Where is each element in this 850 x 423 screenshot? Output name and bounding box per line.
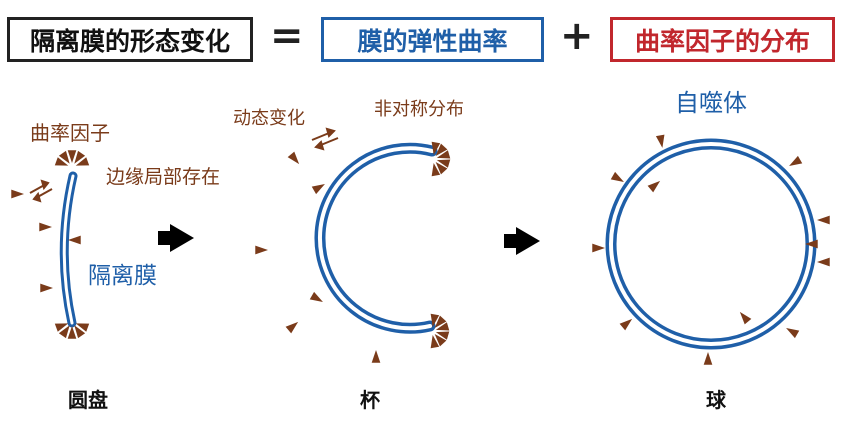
factor-distribution-text: 曲率因子的分布 bbox=[634, 26, 810, 56]
title-text: 隔离膜的形态变化 bbox=[29, 26, 230, 56]
dynamic-change-label: 动态变化 bbox=[233, 108, 305, 129]
arrow-icon bbox=[158, 224, 194, 252]
curvature-factor-marker bbox=[703, 352, 713, 365]
curvature-factor-marker bbox=[54, 323, 69, 332]
curvature-factor-marker bbox=[54, 157, 69, 166]
disc-factors bbox=[11, 150, 90, 339]
curvature-factor-marker bbox=[67, 150, 77, 163]
curvature-factor-marker bbox=[311, 184, 325, 195]
curvature-factor-marker bbox=[619, 318, 633, 331]
cup-factors bbox=[255, 141, 451, 363]
autophagosome-label: 自噬体 bbox=[675, 89, 747, 117]
membrane-elasticity-box: 膜的弹性曲率 bbox=[321, 17, 544, 62]
curvature-factor-marker bbox=[435, 322, 450, 331]
sphere-factors bbox=[592, 134, 830, 365]
curvature-factor-marker bbox=[434, 315, 447, 329]
curvature-factor-marker bbox=[817, 257, 830, 267]
curvature-factor-marker bbox=[436, 150, 451, 159]
curvature-factor-marker bbox=[371, 350, 381, 363]
factor-distribution-box: 曲率因子的分布 bbox=[610, 17, 835, 62]
curvature-factor-marker bbox=[647, 180, 661, 193]
curvature-factor-marker bbox=[58, 325, 70, 339]
equals-sign: = bbox=[270, 13, 304, 59]
curvature-factor-marker bbox=[431, 141, 441, 156]
curvature-factor-marker bbox=[58, 150, 70, 164]
curvature-factor-marker bbox=[430, 313, 440, 328]
curvature-factor-marker bbox=[436, 159, 451, 168]
arrow-icon bbox=[504, 227, 540, 255]
curvature-factor-marker bbox=[592, 243, 605, 253]
curvature-factor-marker bbox=[430, 334, 440, 349]
curvature-factor-marker bbox=[39, 222, 52, 232]
double-arrow-icon bbox=[29, 179, 53, 203]
curvature-factor-marker bbox=[431, 162, 441, 177]
curvature-factor-marker bbox=[655, 134, 665, 148]
isolation-membrane-label: 隔离膜 bbox=[88, 263, 157, 289]
asymmetric-label: 非对称分布 bbox=[374, 99, 464, 120]
curvature-factor-marker bbox=[74, 325, 86, 339]
curvature-factor-marker bbox=[285, 321, 299, 334]
curvature-factor-marker bbox=[817, 215, 830, 225]
curvature-factor-marker bbox=[309, 291, 323, 302]
curvature-factor-marker bbox=[255, 245, 268, 255]
sphere-membrane bbox=[605, 138, 817, 350]
curvature-factor-label: 曲率因子 bbox=[30, 121, 110, 145]
double-arrow-icon bbox=[311, 127, 339, 151]
curvature-factor-marker bbox=[75, 323, 90, 332]
plus-sign: + bbox=[560, 13, 594, 59]
curvature-factor-marker bbox=[67, 326, 77, 339]
local-edge-label: 边缘局部存在 bbox=[106, 166, 220, 188]
curvature-factor-marker bbox=[739, 311, 752, 325]
curvature-factor-marker bbox=[11, 189, 24, 199]
curvature-factor-marker bbox=[287, 151, 300, 165]
curvature-factor-marker bbox=[610, 171, 624, 182]
title-box: 隔离膜的形态变化 bbox=[7, 17, 253, 62]
curvature-factor-marker bbox=[68, 235, 81, 245]
curvature-factor-marker bbox=[435, 143, 448, 157]
cup-membrane bbox=[314, 142, 438, 334]
curvature-factor-marker bbox=[435, 161, 448, 175]
curvature-factor-marker bbox=[435, 331, 450, 340]
curvature-factor-marker bbox=[75, 157, 90, 166]
stage-label-disc: 圆盘 bbox=[68, 388, 108, 412]
disc-membrane bbox=[59, 171, 78, 328]
curvature-factor-marker bbox=[40, 283, 53, 293]
membrane-elasticity-text: 膜的弹性曲率 bbox=[357, 26, 508, 56]
curvature-factor-marker bbox=[805, 239, 818, 249]
curvature-factor-marker bbox=[434, 333, 447, 347]
curvature-factor-marker bbox=[74, 150, 86, 164]
curvature-factor-marker bbox=[789, 155, 803, 166]
stage-label-cup: 杯 bbox=[360, 388, 380, 412]
stage-label-sphere: 球 bbox=[706, 388, 727, 412]
curvature-factor-marker bbox=[786, 328, 800, 339]
